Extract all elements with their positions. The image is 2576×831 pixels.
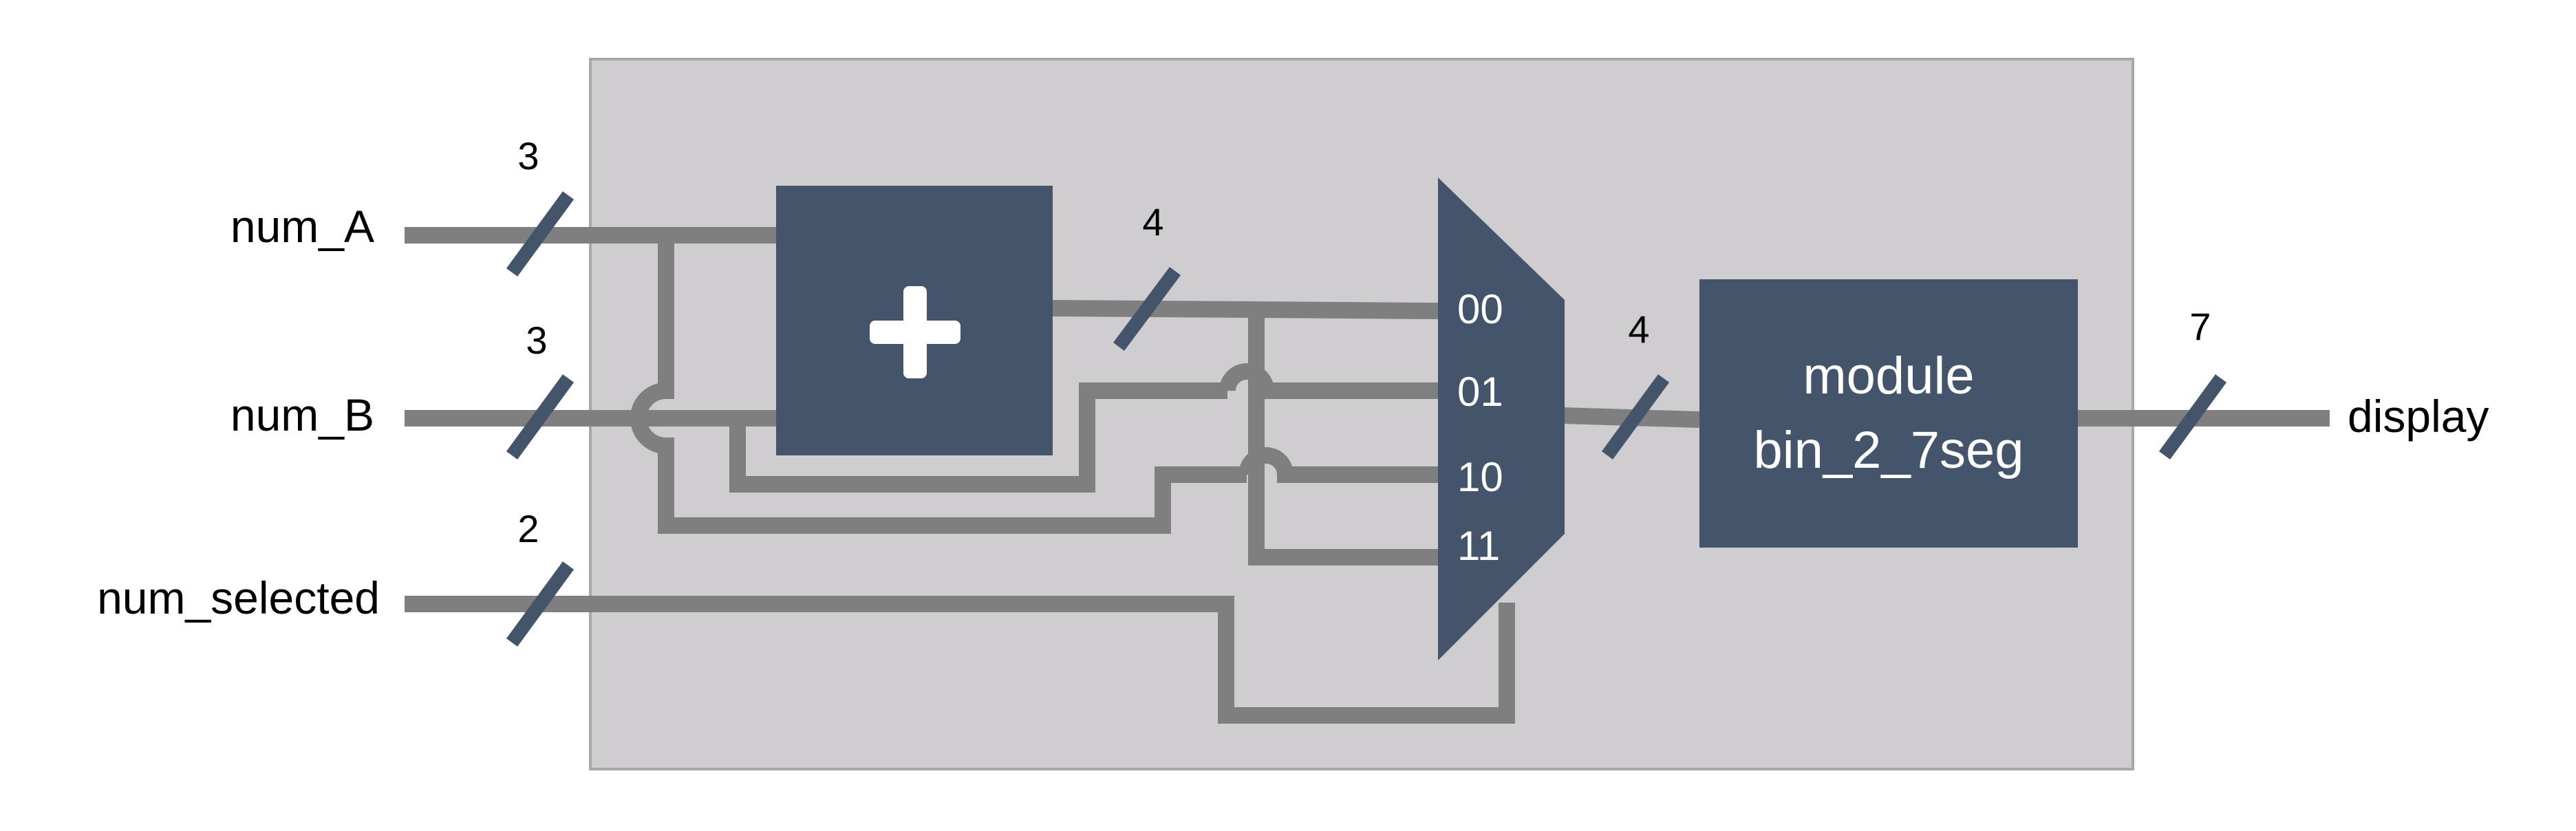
mux-port-00: 00 xyxy=(1457,286,1503,332)
mux-port-01: 01 xyxy=(1457,369,1503,415)
mux-port-11: 11 xyxy=(1457,523,1500,569)
wire-num-selected xyxy=(405,596,1515,724)
width-label-num-a: 3 xyxy=(517,134,539,177)
module-label-line2: bin_2_7seg xyxy=(1753,421,2024,479)
width-label-num-selected: 2 xyxy=(517,507,539,550)
width-label-display: 7 xyxy=(2189,305,2211,348)
width-label-num-b: 3 xyxy=(526,319,547,362)
module-block xyxy=(1699,279,2078,548)
bus-slash-num-b xyxy=(506,374,575,460)
plus-icon xyxy=(870,286,960,378)
input-label-num-a: num_A xyxy=(230,201,374,252)
bus-slash-display xyxy=(2158,374,2227,460)
wire-num-b-to-mux-01 xyxy=(729,382,1227,493)
wire-sum-to-mux-11 xyxy=(1248,310,1438,565)
width-label-sum: 4 xyxy=(1142,200,1163,244)
output-label-display: display xyxy=(2348,391,2489,442)
wire-sum-to-mux-00 xyxy=(1052,300,1439,319)
mux-port-10: 10 xyxy=(1457,454,1503,500)
multiplexer xyxy=(1438,177,1565,660)
width-label-mux-out: 4 xyxy=(1628,307,1649,351)
bus-slash-num-a xyxy=(506,191,575,277)
bus-slash-num-selected xyxy=(506,561,575,647)
bus-slash-sum xyxy=(1113,267,1181,351)
input-label-num-selected: num_selected xyxy=(97,572,380,623)
module-label-line1: module xyxy=(1803,347,1974,405)
bus-slash-mux-out xyxy=(1601,374,1670,460)
input-label-num-b: num_B xyxy=(230,389,374,440)
